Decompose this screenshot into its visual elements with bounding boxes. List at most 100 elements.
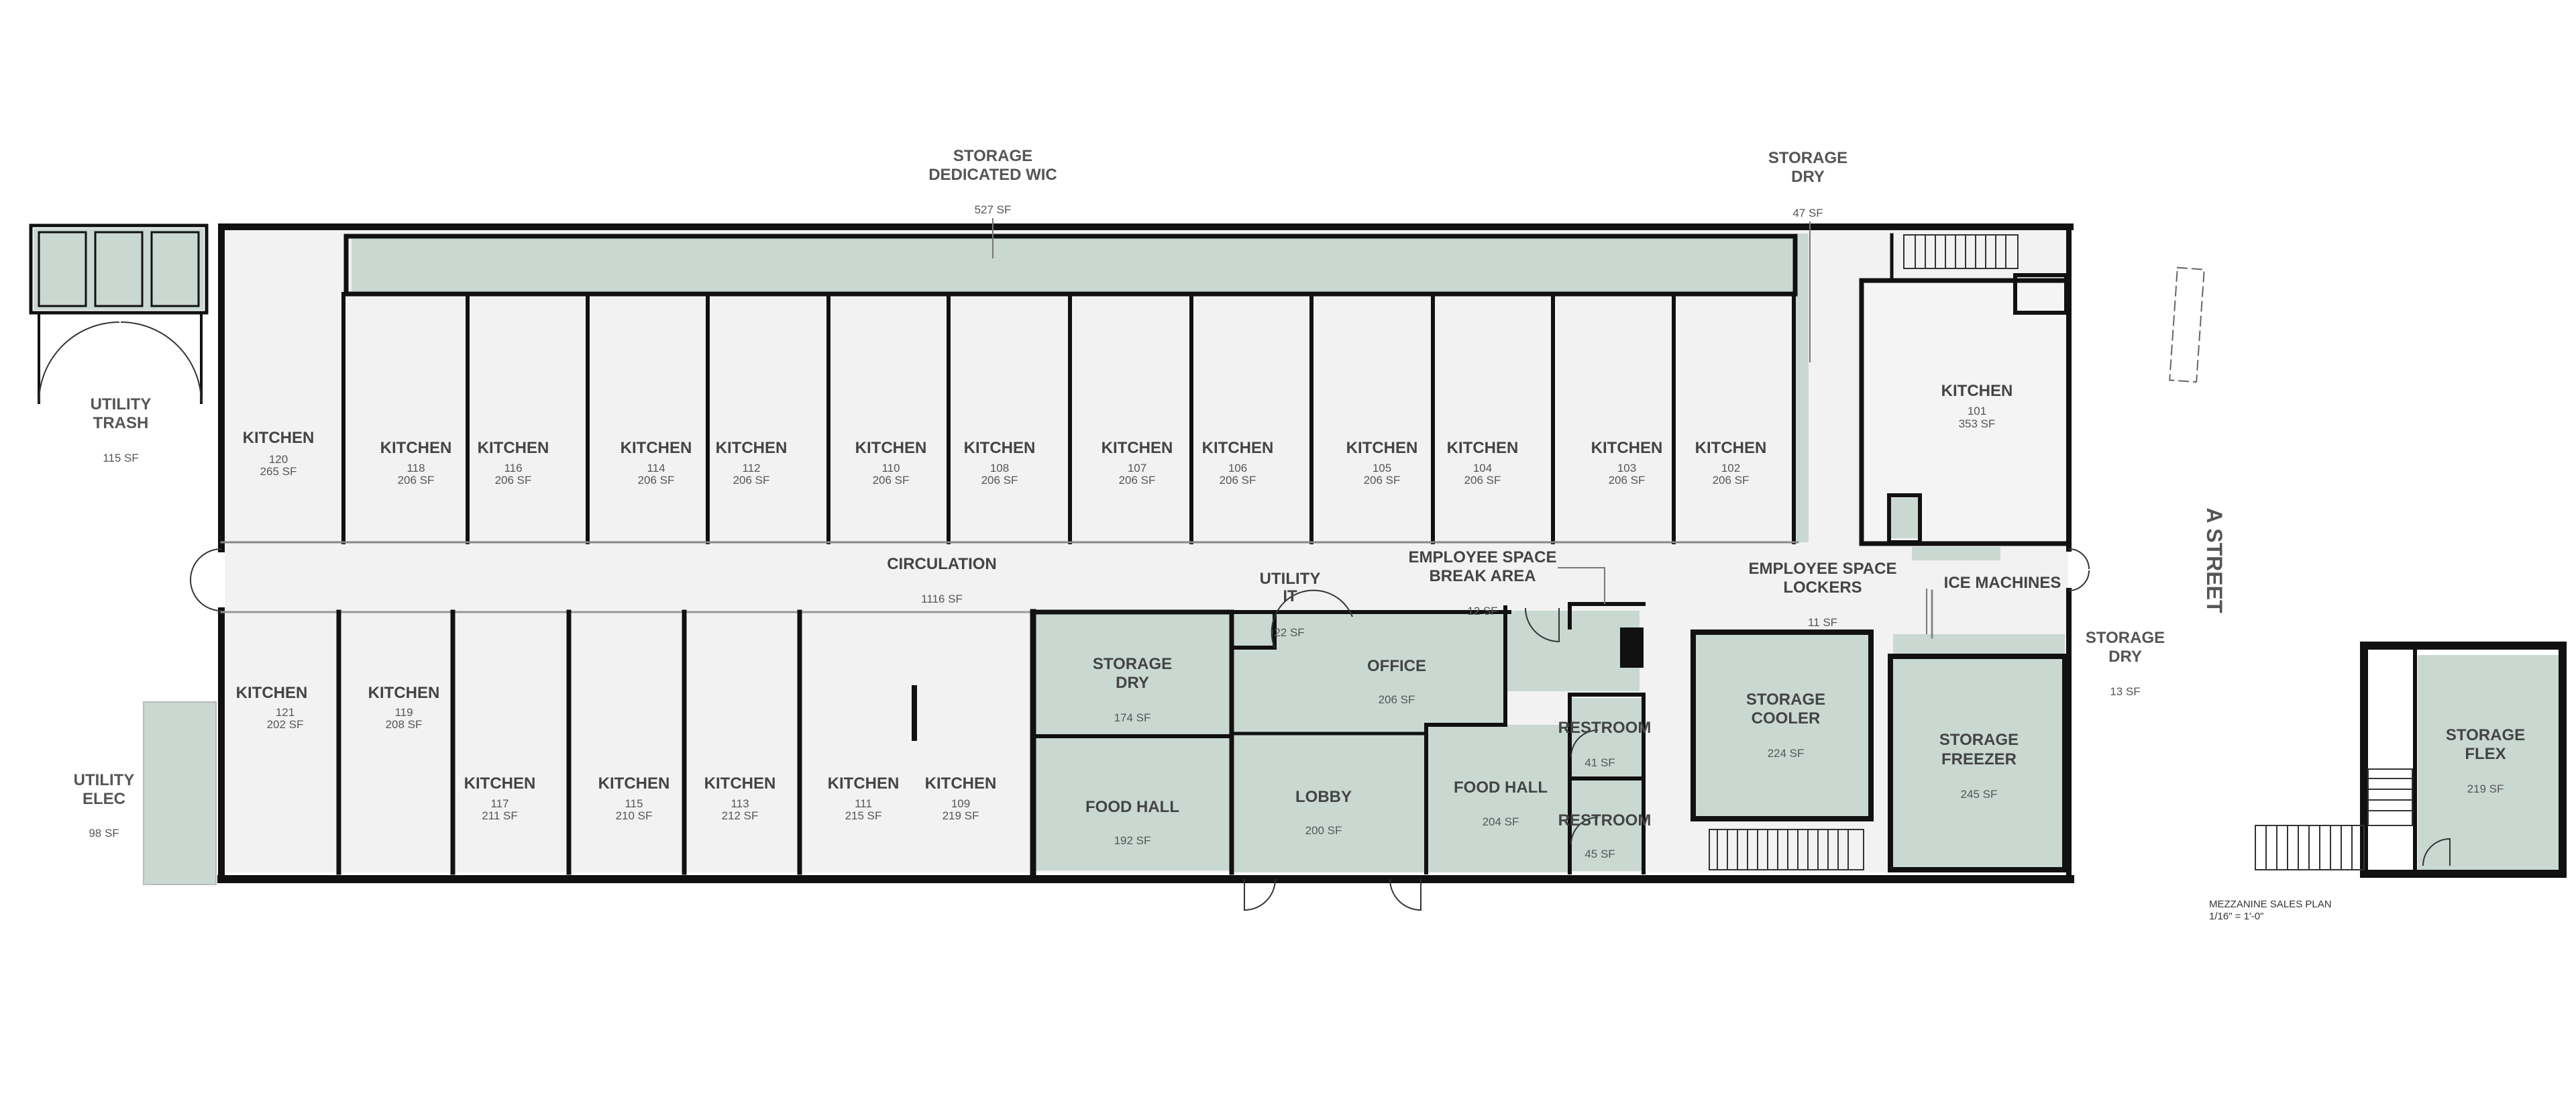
kitchen-112[interactable]: KITCHEN 112 206 SF — [716, 439, 788, 487]
svg-text:KITCHEN: KITCHEN — [598, 774, 670, 793]
storage-dry-174-area[interactable] — [1033, 614, 1232, 736]
svg-text:KITCHEN: KITCHEN — [1695, 439, 1767, 457]
storage-dry-top-area[interactable] — [1795, 234, 1809, 542]
svg-text:208 SF: 208 SF — [386, 718, 423, 731]
svg-text:22 SF: 22 SF — [1274, 626, 1304, 639]
kitchen-104[interactable]: KITCHEN 104 206 SF — [1447, 439, 1519, 487]
svg-text:IT: IT — [1283, 587, 1297, 605]
lobby-area[interactable] — [1232, 735, 1426, 872]
employee-lockers[interactable]: EMPLOYEE SPACE LOCKERS 11 SF — [1749, 560, 1897, 629]
storage-cooler[interactable]: STORAGE COOLER 224 SF — [1746, 691, 1825, 760]
kitchen-116[interactable]: KITCHEN 116 206 SF — [478, 439, 549, 487]
svg-text:114: 114 — [647, 462, 665, 474]
svg-text:FLEX: FLEX — [2465, 745, 2506, 763]
svg-text:41 SF: 41 SF — [1585, 756, 1615, 769]
food-hall-192[interactable]: FOOD HALL 192 SF — [1085, 798, 1179, 847]
restroom-41-area[interactable] — [1570, 698, 1644, 777]
kitchen-113[interactable]: KITCHEN 113 212 SF — [704, 774, 776, 822]
kitchen-117[interactable]: KITCHEN 117 211 SF — [464, 774, 536, 822]
kitchen-107[interactable]: KITCHEN 107 206 SF — [1102, 439, 1173, 487]
circulation[interactable]: CIRCULATION 1116 SF — [887, 555, 997, 605]
mezzanine-scale: 1/16" = 1'-0" — [2209, 911, 2263, 922]
svg-text:206 SF: 206 SF — [1609, 474, 1646, 487]
svg-text:KITCHEN: KITCHEN — [236, 684, 308, 702]
svg-text:219 SF: 219 SF — [2467, 783, 2504, 795]
svg-text:206 SF: 206 SF — [398, 474, 435, 487]
food-hall-192-area[interactable] — [1033, 736, 1232, 870]
food-hall-204-area[interactable] — [1426, 725, 1570, 872]
restroom-45-area[interactable] — [1570, 780, 1644, 871]
svg-text:KITCHEN: KITCHEN — [243, 429, 315, 447]
svg-text:1116 SF: 1116 SF — [921, 593, 963, 605]
ice-machines[interactable]: ICE MACHINES — [1944, 574, 2061, 592]
restroom-45[interactable]: RESTROOM 45 SF — [1558, 811, 1652, 860]
office-area[interactable] — [1232, 614, 1505, 735]
kitchen-120[interactable]: KITCHEN 120 265 SF — [243, 429, 315, 478]
svg-text:STORAGE: STORAGE — [1093, 655, 1172, 673]
kitchen-110[interactable]: KITCHEN 110 206 SF — [855, 439, 927, 487]
kitchen-108[interactable]: KITCHEN 108 206 SF — [964, 439, 1036, 487]
svg-text:KITCHEN: KITCHEN — [925, 774, 997, 793]
svg-text:KITCHEN: KITCHEN — [855, 439, 927, 457]
storage-flex[interactable]: STORAGE FLEX 219 SF — [2446, 726, 2525, 795]
kitchen-121[interactable]: KITCHEN 121 202 SF — [236, 684, 308, 731]
svg-text:118: 118 — [407, 462, 425, 474]
svg-text:KITCHEN: KITCHEN — [380, 439, 452, 457]
svg-text:STORAGE: STORAGE — [1746, 691, 1825, 709]
storage-wic-label: STORAGE — [953, 147, 1032, 165]
svg-text:206 SF: 206 SF — [733, 474, 770, 487]
kitchen-101[interactable]: KITCHEN 101 353 SF — [1941, 382, 2013, 430]
svg-text:120: 120 — [269, 453, 288, 466]
utility-trash-area[interactable] — [34, 228, 204, 310]
svg-text:104: 104 — [1473, 462, 1492, 474]
svg-text:206 SF: 206 SF — [1379, 693, 1415, 706]
kitchen-103[interactable]: KITCHEN 103 206 SF — [1591, 439, 1663, 487]
food-hall-204[interactable]: FOOD HALL 204 SF — [1454, 778, 1548, 828]
svg-text:121: 121 — [276, 706, 294, 719]
freezer-area[interactable] — [1893, 659, 2062, 867]
storage-dry-174[interactable]: STORAGE DRY 174 SF — [1093, 655, 1172, 724]
svg-text:192 SF: 192 SF — [1114, 834, 1151, 847]
svg-text:RESTROOM: RESTROOM — [1558, 811, 1652, 829]
kitchen-102[interactable]: KITCHEN 102 206 SF — [1695, 439, 1767, 487]
svg-text:106: 106 — [1228, 462, 1247, 474]
svg-text:STORAGE: STORAGE — [2446, 726, 2525, 744]
kitchen-111[interactable]: KITCHEN 111 215 SF — [828, 774, 900, 822]
svg-text:OFFICE: OFFICE — [1367, 657, 1426, 675]
svg-text:202 SF: 202 SF — [267, 718, 304, 731]
kitchen-118[interactable]: KITCHEN 118 206 SF — [380, 439, 452, 487]
small-shaded-box — [1890, 498, 1919, 538]
office[interactable]: OFFICE 206 SF — [1367, 657, 1426, 706]
storage-freezer[interactable]: STORAGE FREEZER 245 SF — [1939, 731, 2019, 801]
utility-it[interactable]: UTILITY IT 22 SF — [1260, 570, 1321, 639]
svg-text:LOCKERS: LOCKERS — [1783, 578, 1862, 597]
kitchen-106[interactable]: KITCHEN 106 206 SF — [1202, 439, 1274, 487]
kitchen-114[interactable]: KITCHEN 114 206 SF — [621, 439, 692, 487]
svg-text:KITCHEN: KITCHEN — [621, 439, 692, 457]
svg-text:FOOD HALL: FOOD HALL — [1454, 778, 1548, 797]
kitchen-115[interactable]: KITCHEN 115 210 SF — [598, 774, 670, 822]
svg-text:105: 105 — [1373, 462, 1391, 474]
mezzanine-title: MEZZANINE SALES PLAN — [2209, 899, 2332, 910]
svg-text:LOBBY: LOBBY — [1295, 788, 1352, 806]
svg-text:102: 102 — [1721, 462, 1740, 474]
svg-text:112: 112 — [742, 462, 760, 474]
utility-trash-area-label: 115 SF — [103, 452, 139, 464]
utility-elec-area[interactable] — [144, 702, 216, 885]
ice-machines-area[interactable] — [1893, 634, 2062, 657]
doors — [38, 321, 2451, 911]
restroom-41[interactable]: RESTROOM 41 SF — [1558, 719, 1652, 769]
kitchen-109[interactable]: KITCHEN 109 219 SF — [925, 774, 997, 822]
lobby[interactable]: LOBBY 200 SF — [1295, 788, 1352, 837]
kitchen-105[interactable]: KITCHEN 105 206 SF — [1346, 439, 1418, 487]
storage-wic-area[interactable] — [352, 239, 1794, 291]
cooler-area[interactable] — [1696, 635, 1869, 816]
storage-dry-right-sub: DRY — [2108, 648, 2142, 666]
employee-break-area[interactable]: EMPLOYEE SPACE BREAK AREA 12 SF — [1409, 548, 1557, 617]
flex-area[interactable] — [2418, 655, 2559, 870]
kitchen-119[interactable]: KITCHEN 119 208 SF — [368, 684, 440, 731]
svg-text:STORAGE: STORAGE — [1939, 731, 2019, 749]
break-area-zone[interactable] — [1505, 611, 1640, 691]
utility-trash-label: UTILITY — [91, 395, 152, 413]
